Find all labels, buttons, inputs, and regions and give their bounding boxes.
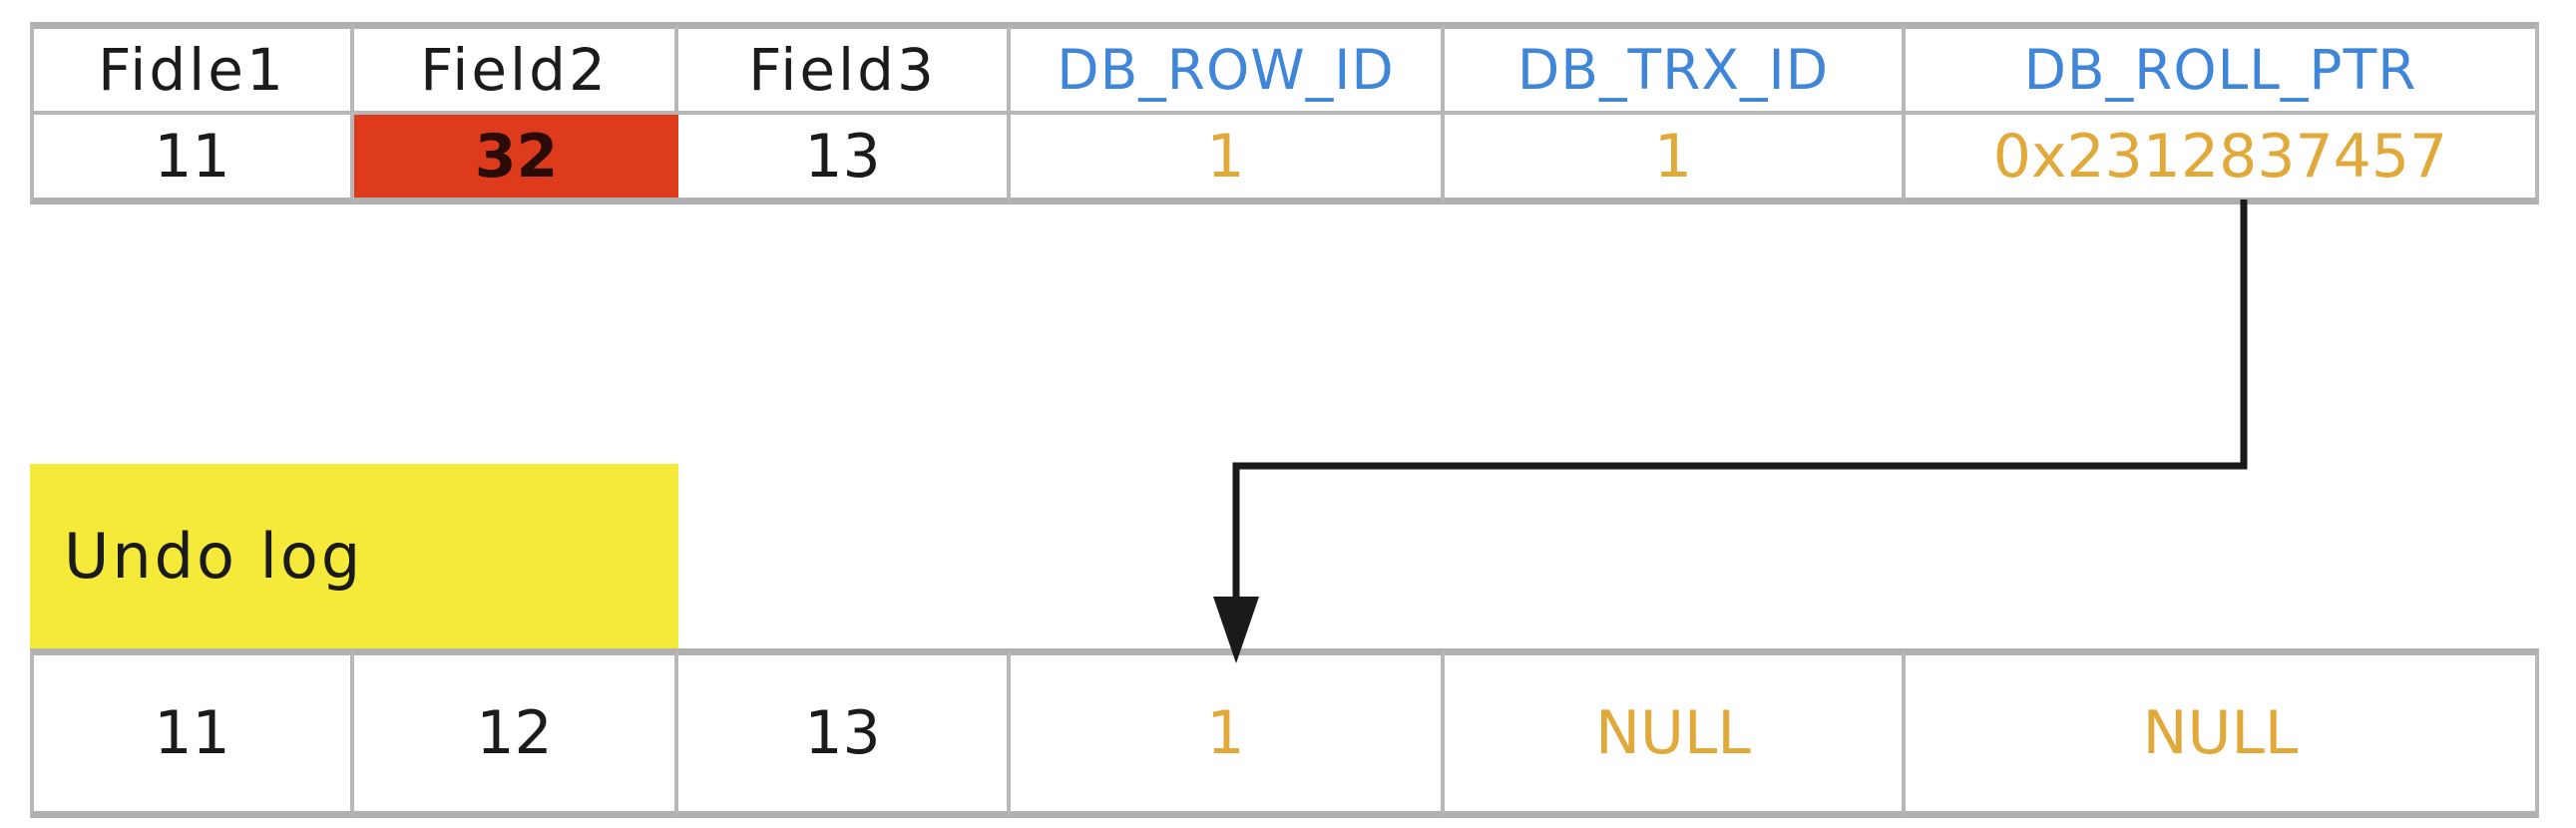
record-cell-value: 0x2312837457 <box>1992 121 2448 192</box>
record-cell-db-trx-id: 1 <box>1445 115 1906 205</box>
record-cell-field2-highlighted: 32 <box>354 115 678 205</box>
record-cell-db-row-id: 1 <box>1011 115 1445 205</box>
undo-log-row: 11 12 13 1 NULL NULL <box>30 648 2539 818</box>
undo-cell-field3: 13 <box>678 648 1011 818</box>
column-header-label: Fidle1 <box>98 36 286 104</box>
column-header-db-row-id: DB_ROW_ID <box>1011 22 1445 115</box>
record-cell-field1: 11 <box>30 115 354 205</box>
record-cell-value: 1 <box>1206 121 1245 192</box>
column-header-label: DB_ROW_ID <box>1057 38 1395 102</box>
column-header-label: DB_TRX_ID <box>1516 38 1830 102</box>
undo-log-tag: Undo log <box>30 464 678 648</box>
column-header-field1: Fidle1 <box>30 22 354 115</box>
column-header-db-roll-ptr: DB_ROLL_PTR <box>1906 22 2539 115</box>
record-cell-value: 13 <box>804 121 881 192</box>
record-cell-db-roll-ptr: 0x2312837457 <box>1906 115 2539 205</box>
undo-cell-db-trx-id: NULL <box>1445 648 1906 818</box>
undo-cell-value: 1 <box>1206 698 1245 768</box>
column-header-label: DB_ROLL_PTR <box>2023 38 2417 102</box>
undo-cell-value: NULL <box>1595 698 1751 768</box>
record-cell-value: 1 <box>1653 121 1693 192</box>
column-header-label: Field2 <box>420 36 609 104</box>
record-cell-value: 32 <box>474 121 559 192</box>
column-header-db-trx-id: DB_TRX_ID <box>1445 22 1906 115</box>
record-table-data-row: 11 32 13 1 1 0x2312837457 <box>30 115 2539 205</box>
record-cell-value: 11 <box>154 121 230 192</box>
column-header-field3: Field3 <box>678 22 1011 115</box>
undo-cell-value: 11 <box>154 698 230 768</box>
column-header-label: Field3 <box>748 36 937 104</box>
undo-cell-value: 12 <box>476 698 553 768</box>
arrow-path <box>1232 200 2248 619</box>
undo-cell-field1: 11 <box>30 648 354 818</box>
undo-cell-value: NULL <box>2142 698 2299 768</box>
undo-cell-value: 13 <box>804 698 881 768</box>
column-header-field2: Field2 <box>354 22 678 115</box>
undo-cell-db-roll-ptr: NULL <box>1906 648 2539 818</box>
undo-cell-field2: 12 <box>354 648 678 818</box>
record-cell-field3: 13 <box>678 115 1011 205</box>
record-table-header-row: Fidle1 Field2 Field3 DB_ROW_ID DB_TRX_ID… <box>30 22 2539 115</box>
undo-cell-db-row-id: 1 <box>1011 648 1445 818</box>
undo-log-tag-label: Undo log <box>64 520 364 593</box>
